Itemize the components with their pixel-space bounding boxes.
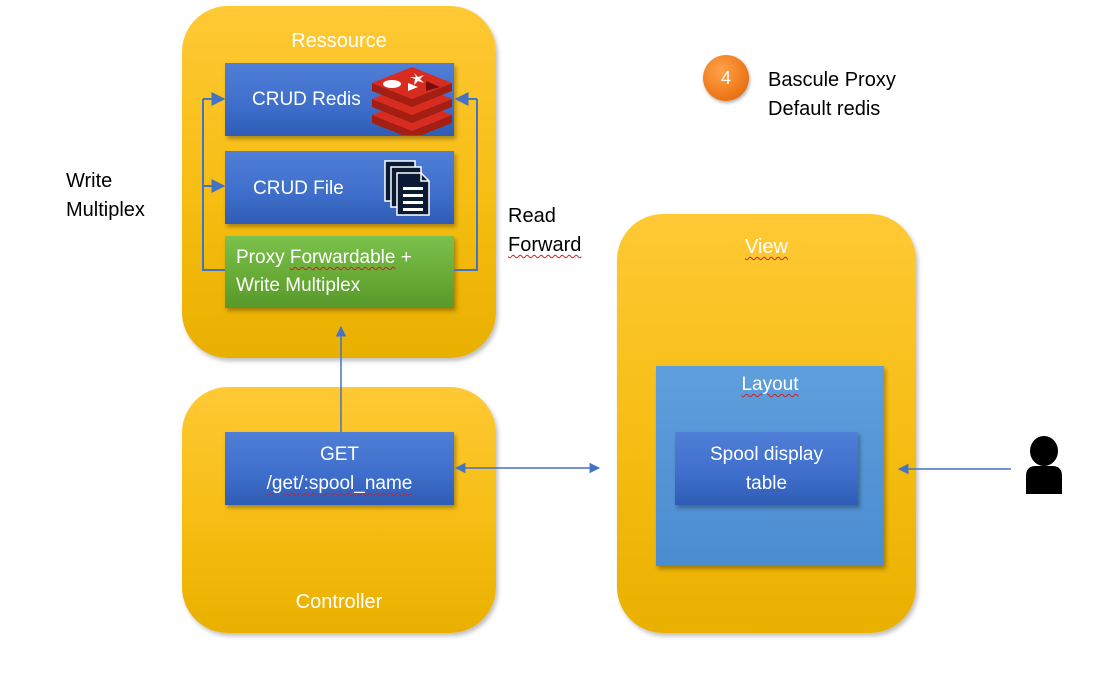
user-icon <box>1026 436 1062 494</box>
view-title: View <box>745 236 788 258</box>
crud-redis-label: CRUD Redis <box>252 89 361 110</box>
get-route: /get/:spool_name <box>266 473 413 494</box>
proxy-forwardable-box: Proxy Forwardable + Write Multiplex <box>225 236 454 308</box>
redis-logo-icon <box>372 67 452 135</box>
get-method: GET <box>319 444 360 465</box>
documents-icon <box>384 160 430 216</box>
controller-title: Controller <box>295 591 383 613</box>
layout-title: Layout <box>741 374 799 395</box>
step-badge: 4 <box>703 55 749 101</box>
crud-redis-box: CRUD Redis <box>225 63 454 136</box>
step-description: Bascule Proxy Default redis <box>768 69 896 120</box>
spool-line1: Spool display <box>709 444 824 465</box>
read-forward-connector <box>454 92 478 271</box>
ressource-title: Ressource <box>291 30 387 52</box>
get-endpoint-box: GET /get/:spool_name <box>225 432 454 505</box>
spool-line2: table <box>745 473 788 494</box>
spool-display-box: Spool display table <box>675 432 858 505</box>
proxy-line2: Write Multiplex <box>236 275 361 296</box>
crud-file-label: CRUD File <box>253 178 344 199</box>
write-multiplex-connector <box>202 92 226 271</box>
proxy-forwardable-word: Forwardable <box>289 247 396 268</box>
step-number: 4 <box>720 68 731 88</box>
proxy-suffix: + <box>395 247 412 268</box>
controller-panel: Controller <box>182 387 496 633</box>
read-forward-label: Read Forward <box>508 205 582 256</box>
crud-file-box: CRUD File <box>225 151 454 224</box>
write-multiplex-label: Write Multiplex <box>66 170 145 221</box>
proxy-prefix: Proxy <box>236 247 290 268</box>
